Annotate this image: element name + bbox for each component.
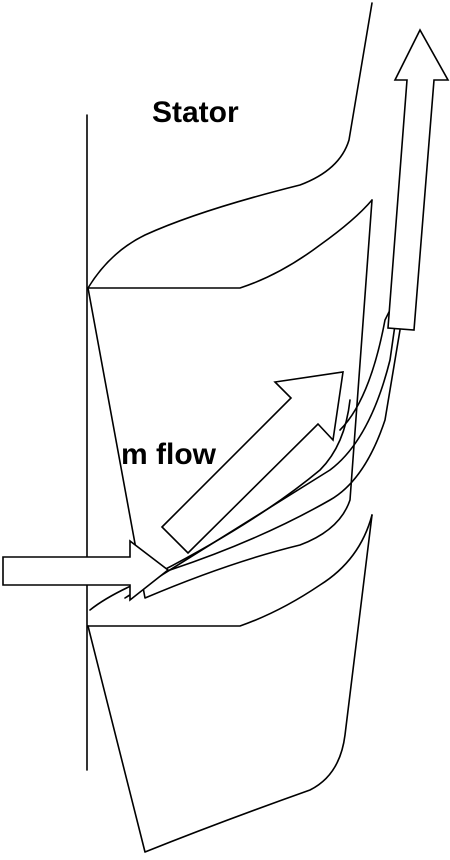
stator-label: Stator bbox=[152, 96, 239, 129]
lower-stator-blade-top bbox=[87, 514, 373, 627]
middle-stator-blade bbox=[87, 199, 373, 599]
inlet-flow-arrow bbox=[2, 539, 170, 602]
flow-streamline-outer bbox=[124, 289, 401, 599]
upper-stator-blade bbox=[87, 2, 373, 289]
lower-stator-blade bbox=[87, 514, 373, 853]
diagonal-flow-arrow bbox=[160, 371, 344, 555]
outlet-flow-arrow bbox=[387, 28, 450, 331]
flow-label: m flow bbox=[121, 438, 216, 471]
